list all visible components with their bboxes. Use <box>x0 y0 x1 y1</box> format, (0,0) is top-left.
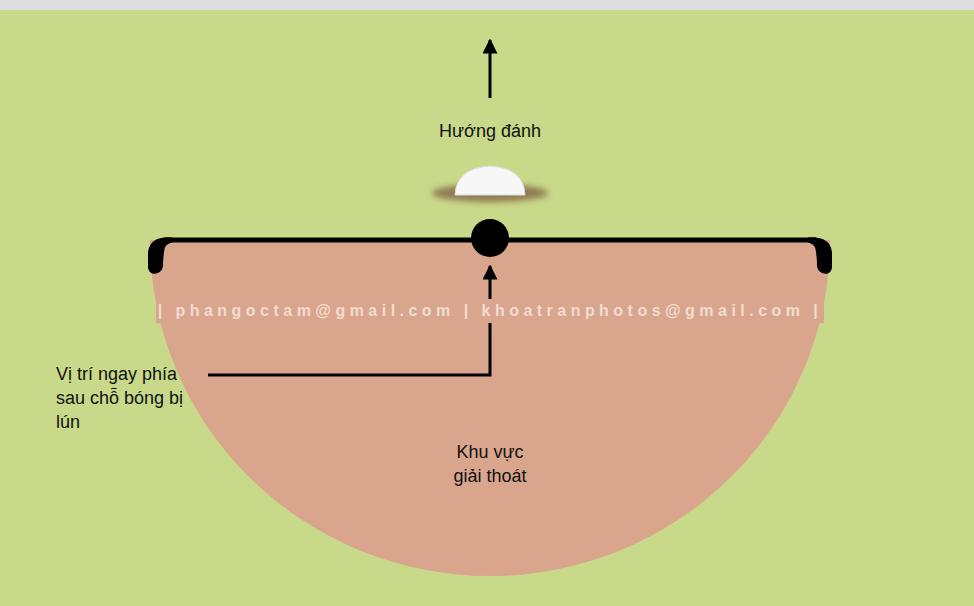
direction-arrow <box>489 40 492 98</box>
golf-ball <box>455 166 525 195</box>
semicircle-fill <box>150 240 830 576</box>
direction-label: Hướng đánh <box>439 119 541 143</box>
watermark: | phangoctam@gmail.com | khoatranphotos@… <box>156 299 825 323</box>
line-end-right <box>808 237 832 273</box>
area-label: Khu vực giải thoát <box>444 440 536 488</box>
position-dot <box>471 219 509 257</box>
callout-label: Vị trí ngay phía sau chỗ bóng bị lún <box>56 362 196 434</box>
top-bar <box>0 0 974 10</box>
line-end-left <box>148 237 172 273</box>
